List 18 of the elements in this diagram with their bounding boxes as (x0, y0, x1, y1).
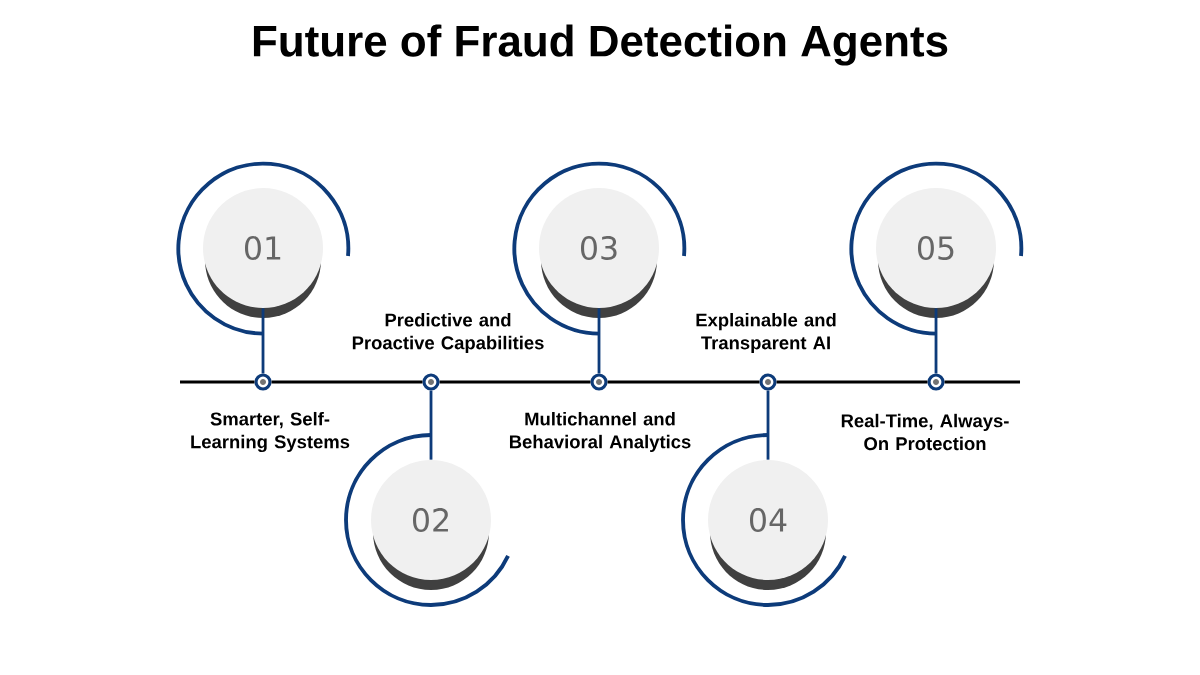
connector-line (934, 308, 938, 374)
timeline-dot (422, 373, 440, 391)
title: Future of Fraud Detection Agents (253, 24, 948, 66)
step-label: Explainable and Transparent AI (696, 313, 836, 354)
connector-line (261, 308, 265, 374)
timeline-dot (590, 373, 608, 391)
connector-line (180, 380, 255, 384)
timeline-dot (927, 373, 945, 391)
connector-line (597, 308, 601, 374)
connector-line (271, 380, 423, 384)
connector-line (776, 380, 928, 384)
connector-line (944, 380, 1020, 384)
timeline-dot (254, 373, 272, 391)
connector-line (439, 380, 591, 384)
connector-line (766, 390, 770, 460)
timeline-dot (759, 373, 777, 391)
connector-line (607, 380, 760, 384)
connector-line (429, 390, 433, 460)
